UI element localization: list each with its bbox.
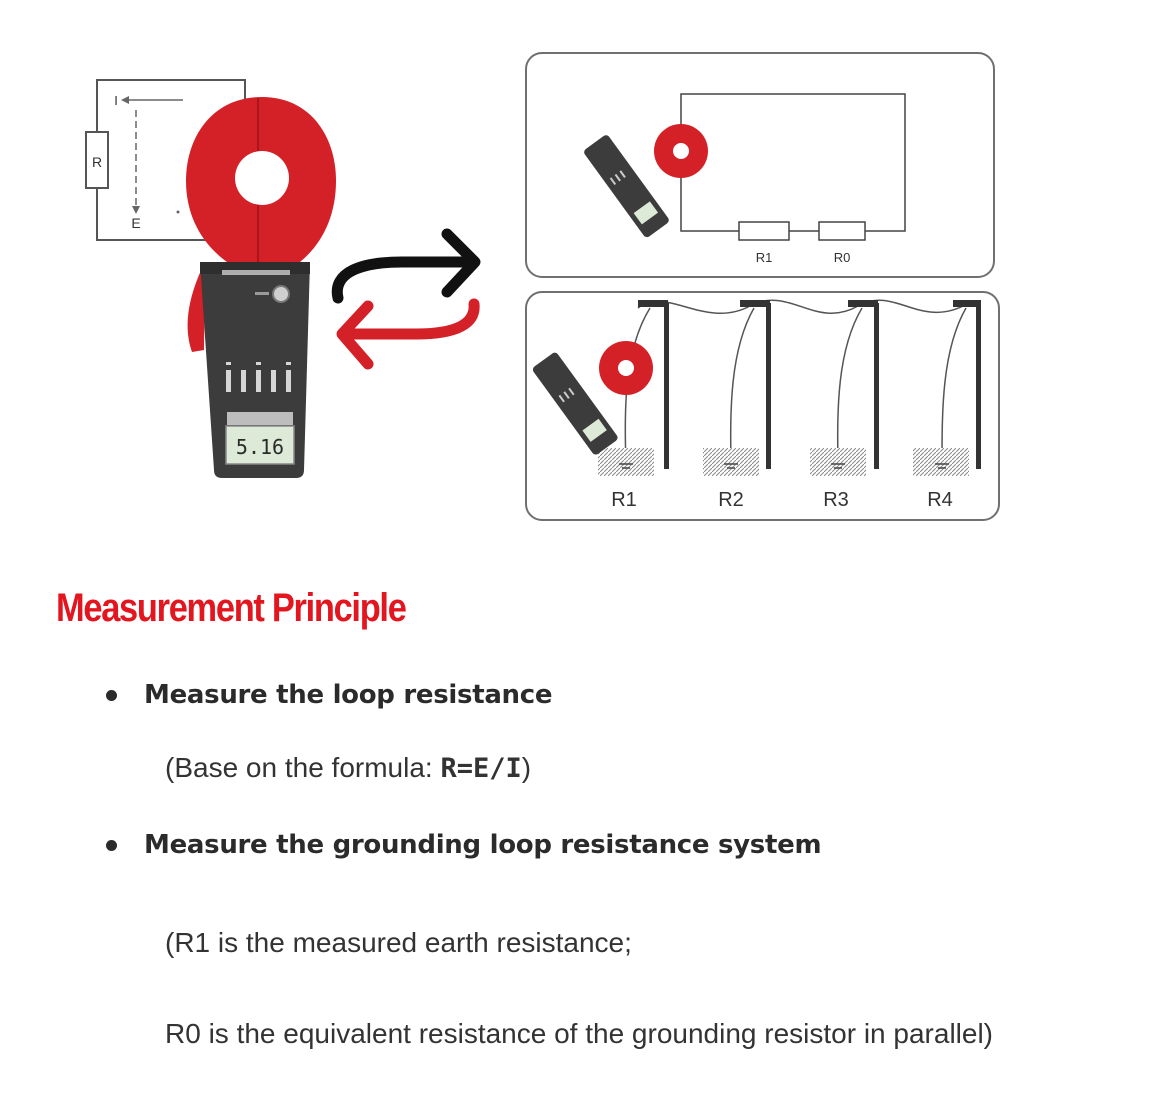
bullet-grounding-system: Measure the grounding loop resistance sy… xyxy=(106,830,822,860)
electrode-label-r3: R3 xyxy=(823,489,849,511)
meter-lcd xyxy=(225,425,295,465)
section-title: Measurement Principle xyxy=(56,586,407,630)
clamp-meter-small-top xyxy=(584,135,669,238)
loop-r0-label: R0 xyxy=(834,250,851,265)
voltage-arrow-icon xyxy=(132,206,140,214)
electrode-label-r2: R2 xyxy=(718,489,744,511)
formula-value: R=E/I xyxy=(440,753,522,784)
bullet-heading-grounding: Measure the grounding loop resistance sy… xyxy=(144,830,822,860)
ground-patch-r4 xyxy=(913,448,969,476)
bullet-dot-icon xyxy=(106,689,117,701)
meter-reading: 5.16 xyxy=(236,435,284,459)
clamp-jaw-opening xyxy=(235,151,289,205)
resistor-r-label: R xyxy=(92,154,102,170)
loop-resistor-r0 xyxy=(818,221,866,241)
formula-note: (Base on the formula: R=E/I) xyxy=(165,752,531,784)
clamp-meter-large: 5.16 xyxy=(186,97,336,478)
ground-patch-r3 xyxy=(810,448,866,476)
ground-patch-r1 xyxy=(598,448,654,476)
resistor-r-symbol xyxy=(85,131,109,189)
bullet-loop-resistance: Measure the loop resistance xyxy=(106,680,553,710)
arrow-left-icon xyxy=(342,298,480,340)
left-circuit: R I E xyxy=(85,79,246,241)
measurement-diagram: R I E xyxy=(85,52,1000,521)
ground-patch-r2 xyxy=(703,448,759,476)
formula-note-prefix: (Base on the formula: xyxy=(165,752,441,783)
clamp-meter-small-bottom xyxy=(532,352,618,455)
swap-arrows xyxy=(331,228,481,370)
hold-button-icon xyxy=(272,285,290,303)
current-i-label: I xyxy=(114,93,118,108)
loop-diagram-panel: R1 R0 xyxy=(525,52,995,278)
bullet-dot-icon xyxy=(106,839,117,851)
voltage-e-label: E xyxy=(131,215,140,231)
electrode-label-r1: R1 xyxy=(611,489,637,511)
arrow-right-icon xyxy=(331,256,474,304)
grounding-diagram-panel: R1 R2 R3 R4 xyxy=(525,291,1000,521)
bullet-heading-loop: Measure the loop resistance xyxy=(144,680,553,710)
electrode-label-r4: R4 xyxy=(927,489,953,511)
clamp-trigger xyxy=(187,262,205,352)
r1-note: (R1 is the measured earth resistance; xyxy=(165,927,632,958)
r0-note: R0 is the equivalent resistance of the g… xyxy=(165,1018,994,1049)
current-arrow-icon xyxy=(121,96,129,104)
formula-note-suffix: ) xyxy=(521,752,532,783)
loop-r1-label: R1 xyxy=(756,250,773,265)
loop-resistor-r1 xyxy=(738,221,790,241)
